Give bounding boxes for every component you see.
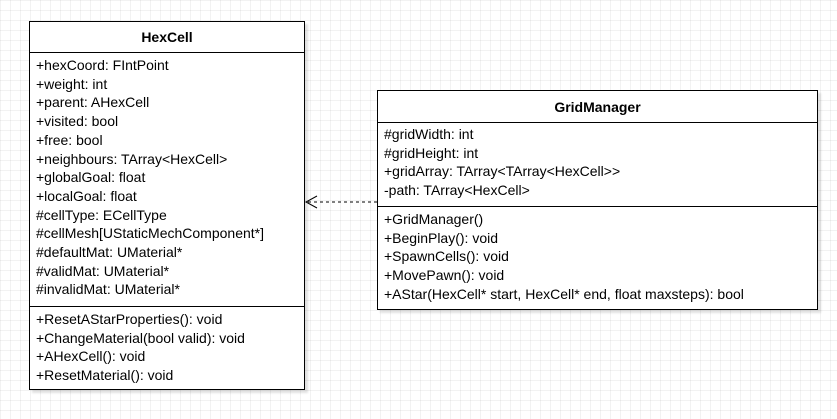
class-gridmanager-title: GridManager bbox=[378, 91, 817, 123]
attribute-row: #validMat: UMaterial* bbox=[36, 262, 170, 279]
class-gridmanager[interactable]: GridManager #gridWidth: int #gridHeight:… bbox=[377, 90, 818, 310]
attribute-row: +hexCoord: FIntPoint bbox=[36, 57, 169, 73]
attribute-row: -path: TArray<HexCell> bbox=[384, 182, 530, 199]
operation-row: +AStar(HexCell* start, HexCell* end, flo… bbox=[384, 285, 744, 302]
class-hexcell-operations: +ResetAStarProperties(): void +ChangeMat… bbox=[30, 307, 304, 385]
attribute-row: #gridHeight: int bbox=[384, 144, 479, 161]
operation-row: +GridManager() bbox=[384, 211, 484, 227]
class-hexcell-attributes: +hexCoord: FIntPoint +weight: int +paren… bbox=[30, 53, 304, 307]
attribute-row: #cellMesh[UStaticMechComponent*] bbox=[36, 225, 264, 242]
attribute-row: +weight: int bbox=[36, 75, 108, 92]
class-gridmanager-attributes: #gridWidth: int #gridHeight: int +gridAr… bbox=[378, 123, 817, 207]
operation-row: +ResetAStarProperties(): void bbox=[36, 311, 223, 327]
dependency-arrowhead bbox=[304, 195, 318, 209]
attribute-row: #defaultMat: UMaterial* bbox=[36, 244, 183, 261]
operation-row: +MovePawn(): void bbox=[384, 267, 505, 284]
attribute-row: +parent: AHexCell bbox=[36, 94, 150, 111]
attribute-row: +free: bool bbox=[36, 131, 103, 148]
attribute-row: +gridArray: TArray<TArray<HexCell>> bbox=[384, 163, 621, 180]
attribute-row: +localGoal: float bbox=[36, 187, 137, 204]
operation-row: +SpawnCells(): void bbox=[384, 248, 509, 265]
attribute-row: #gridWidth: int bbox=[384, 126, 474, 142]
attribute-row: +visited: bool bbox=[36, 113, 119, 130]
class-hexcell-title: HexCell bbox=[30, 22, 304, 53]
operation-row: +ChangeMaterial(bool valid): void bbox=[36, 329, 245, 346]
attribute-row: #invalidMat: UMaterial* bbox=[36, 281, 180, 298]
attribute-row: #cellType: ECellType bbox=[36, 206, 167, 223]
class-hexcell[interactable]: HexCell +hexCoord: FIntPoint +weight: in… bbox=[29, 21, 305, 390]
operation-row: +ResetMaterial(): void bbox=[36, 367, 174, 384]
attribute-row: +globalGoal: float bbox=[36, 169, 146, 186]
class-gridmanager-operations: +GridManager() +BeginPlay(): void +Spawn… bbox=[378, 207, 817, 304]
attribute-row: +neighbours: TArray<HexCell> bbox=[36, 150, 228, 167]
operation-row: +BeginPlay(): void bbox=[384, 229, 499, 246]
operation-row: +AHexCell(): void bbox=[36, 348, 146, 365]
